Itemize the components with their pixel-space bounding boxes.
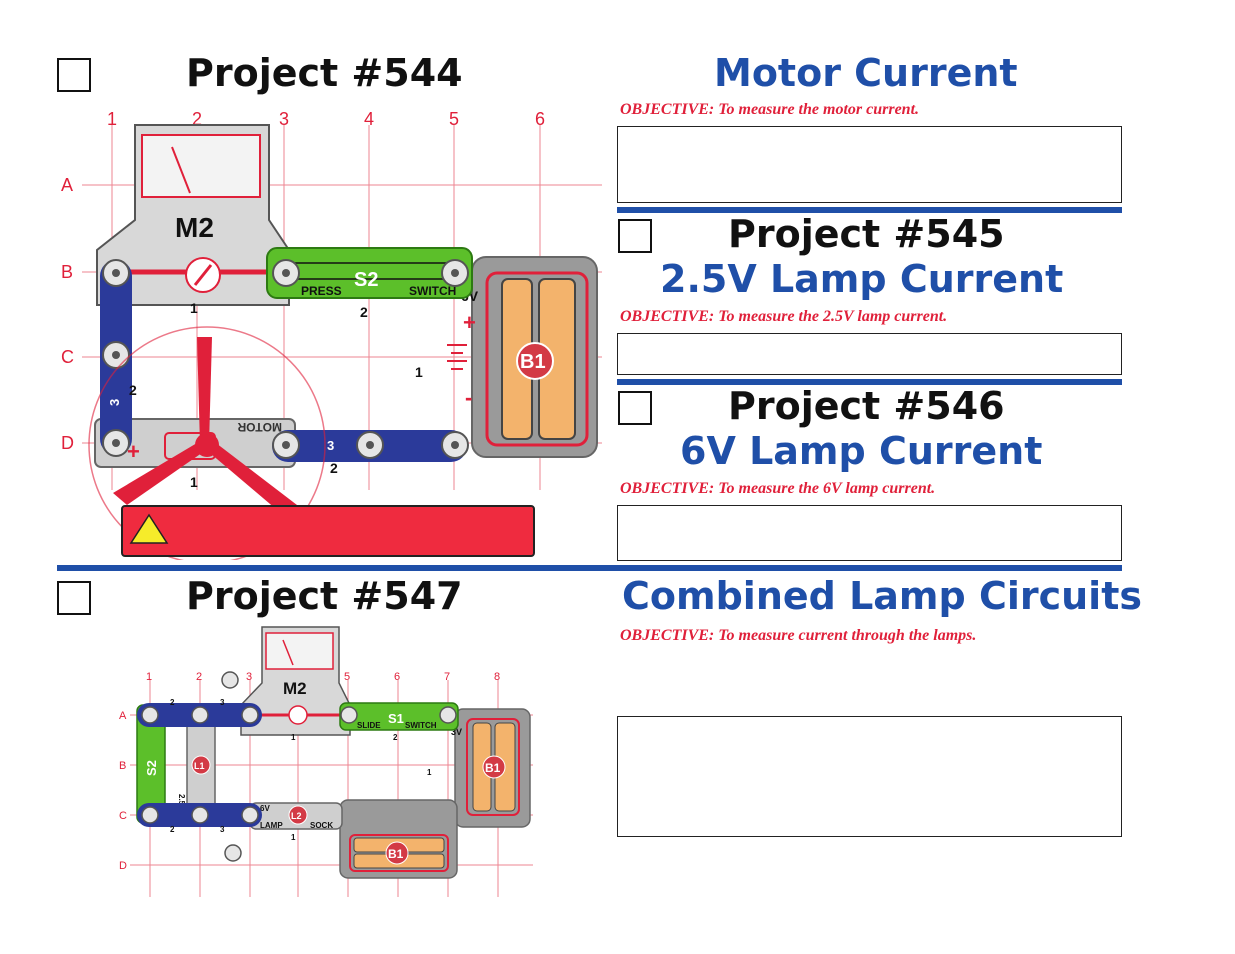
project-546-title: Project #546 — [728, 384, 1005, 428]
svg-text:7: 7 — [444, 671, 450, 683]
project-545-checkbox[interactable] — [618, 219, 652, 253]
svg-text:SLIDE: SLIDE — [357, 721, 381, 730]
battery-plus: + — [463, 310, 476, 335]
section-divider — [57, 565, 1122, 571]
grid-col-label: 2 — [192, 109, 202, 129]
warning-icon — [129, 513, 169, 544]
project-545-notes-box[interactable] — [617, 333, 1122, 375]
svg-text:3: 3 — [246, 671, 252, 683]
svg-text:S1: S1 — [388, 711, 404, 726]
svg-text:3: 3 — [220, 825, 225, 834]
svg-text:2: 2 — [330, 460, 338, 476]
circuit-diagram-544: 1 2 3 4 5 6 A B C D M2 B1 6V + - MOTOR 3… — [61, 109, 602, 560]
project-546-notes-box[interactable] — [617, 505, 1122, 561]
svg-text:3: 3 — [220, 698, 225, 707]
svg-text:M2: M2 — [283, 679, 307, 698]
svg-text:2: 2 — [196, 671, 202, 683]
svg-text:1: 1 — [190, 300, 198, 316]
svg-text:8: 8 — [494, 671, 500, 683]
svg-text:1: 1 — [415, 364, 423, 380]
motor-label: MOTOR — [237, 420, 282, 434]
svg-text:5: 5 — [344, 671, 350, 683]
grid-col-label: 3 — [279, 109, 289, 129]
project-546-checkbox[interactable] — [618, 391, 652, 425]
project-546-subtitle: 6V Lamp Current — [680, 429, 1043, 473]
divider-rule — [617, 207, 1122, 213]
svg-text:SWITCH: SWITCH — [405, 721, 437, 730]
switch-right-text: SWITCH — [409, 284, 456, 298]
svg-text:L2: L2 — [291, 811, 302, 821]
svg-text:1: 1 — [146, 671, 152, 683]
svg-text:1: 1 — [190, 474, 198, 490]
grid-col-label: 5 — [449, 109, 459, 129]
project-544-notes-box[interactable] — [617, 126, 1122, 203]
press-switch — [266, 247, 473, 299]
svg-text:6V: 6V — [260, 804, 270, 813]
svg-text:A: A — [119, 710, 127, 722]
svg-text:2: 2 — [393, 733, 398, 742]
project-546-objective: OBJECTIVE: To measure the 6V lamp curren… — [620, 480, 936, 497]
svg-text:6: 6 — [394, 671, 400, 683]
grid-row-label: D — [61, 433, 74, 453]
svg-text:LAMP: LAMP — [260, 821, 283, 830]
grid-row-label: A — [61, 175, 73, 195]
grid-col-label: 1 — [107, 109, 117, 129]
svg-text:2: 2 — [170, 825, 175, 834]
svg-text:B1: B1 — [388, 847, 404, 861]
svg-text:3V: 3V — [451, 727, 462, 737]
switch-label: S2 — [354, 269, 378, 291]
svg-text:S2: S2 — [144, 760, 159, 776]
grid-col-label: 4 — [364, 109, 374, 129]
svg-text:SOCK: SOCK — [310, 821, 333, 830]
grid-row-label: C — [61, 347, 74, 367]
battery-minus: - — [465, 385, 472, 410]
svg-text:+: + — [127, 439, 140, 464]
svg-text:3: 3 — [327, 438, 334, 453]
svg-text:2: 2 — [129, 382, 137, 398]
project-544-checkbox[interactable] — [57, 58, 91, 92]
project-545-subtitle: 2.5V Lamp Current — [660, 257, 1064, 301]
project-547-objective: OBJECTIVE: To measure current through th… — [620, 627, 977, 644]
meter-label: M2 — [175, 212, 214, 243]
svg-text:D: D — [119, 860, 127, 872]
project-547-checkbox[interactable] — [57, 581, 91, 615]
svg-text:L1: L1 — [194, 761, 205, 771]
svg-text:3: 3 — [107, 399, 122, 406]
divider-rule — [617, 379, 1122, 385]
battery-label: B1 — [520, 351, 546, 373]
grid-row-label: B — [61, 262, 73, 282]
project-547-notes-box[interactable] — [617, 716, 1122, 837]
svg-text:2: 2 — [170, 698, 175, 707]
project-545-objective: OBJECTIVE: To measure the 2.5V lamp curr… — [620, 308, 948, 325]
meter-face — [141, 134, 261, 198]
switch-left-text: PRESS — [301, 284, 342, 298]
project-545-title: Project #545 — [728, 212, 1005, 256]
project-547-subtitle: Combined Lamp Circuits — [622, 574, 1142, 618]
warning-banner — [121, 505, 535, 557]
svg-text:2: 2 — [360, 304, 368, 320]
svg-text:1: 1 — [427, 768, 432, 777]
project-544-objective: OBJECTIVE: To measure the motor current. — [620, 101, 920, 118]
project-544-subtitle: Motor Current — [714, 51, 1018, 95]
svg-text:2.5V: 2.5V — [177, 794, 186, 811]
svg-text:B1: B1 — [485, 761, 501, 775]
project-547-title: Project #547 — [186, 574, 463, 618]
circuit-diagram-547: 12 34 56 78 AB CD M2 B1 3V B1 S1 SLIDE S… — [119, 626, 533, 897]
svg-text:1: 1 — [291, 733, 296, 742]
svg-text:C: C — [119, 810, 127, 822]
fan-outline — [88, 326, 326, 560]
svg-text:1: 1 — [291, 833, 296, 842]
grid-col-label: 6 — [535, 109, 545, 129]
project-544-title: Project #544 — [186, 51, 463, 95]
svg-text:B: B — [119, 760, 126, 772]
